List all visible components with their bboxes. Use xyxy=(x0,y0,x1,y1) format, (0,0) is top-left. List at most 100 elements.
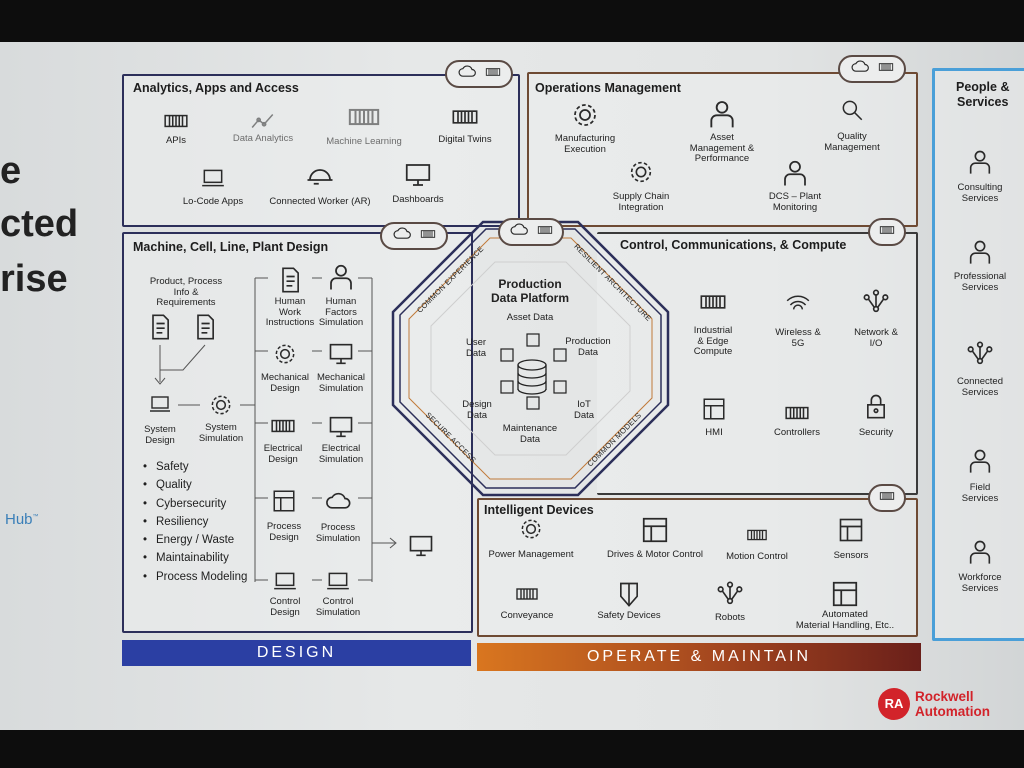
people-item-label: Professional Services xyxy=(953,271,1007,293)
simulation-globe-icon xyxy=(208,392,234,423)
devices-item-label: Automated Material Handling, Etc.. xyxy=(795,609,895,631)
people-item-label: Field Services xyxy=(961,482,999,504)
worker-monitor-icon xyxy=(966,447,994,480)
person-tools-icon xyxy=(966,538,994,571)
server-icon xyxy=(878,59,894,80)
motor-icon xyxy=(746,524,768,551)
dashboard-icon xyxy=(403,160,433,195)
platform-data-label: Design Data xyxy=(462,399,492,421)
data-cube-icon xyxy=(553,348,567,362)
folder-tree-icon xyxy=(271,488,297,519)
team-gear-icon xyxy=(627,158,655,191)
analytics-section xyxy=(122,74,520,227)
design-title: Machine, Cell, Line, Plant Design xyxy=(133,240,329,254)
logo-line-2: Automation xyxy=(915,704,990,719)
server-icon xyxy=(537,222,553,243)
api-icon xyxy=(163,108,189,139)
monitor-panel-icon xyxy=(327,413,355,446)
magnifier-icon xyxy=(839,97,865,128)
analytics-item-label: APIs xyxy=(165,135,187,146)
agv-icon xyxy=(830,579,860,614)
laptop-gear-icon xyxy=(272,568,298,599)
control-item-label: HMI xyxy=(705,427,723,438)
data-cube-icon xyxy=(500,380,514,394)
analytics-title: Analytics, Apps and Access xyxy=(133,81,299,95)
data-cube-icon xyxy=(553,380,567,394)
people-item-label: Connected Services xyxy=(957,376,1003,398)
design-item-label: Mechanical Simulation xyxy=(316,372,366,394)
platform-data-label: IoT Data xyxy=(573,399,595,421)
control-section xyxy=(597,232,918,495)
bullet-item: Resiliency xyxy=(143,513,247,531)
document-icon xyxy=(146,313,174,346)
design-item-label: Electrical Simulation xyxy=(318,443,364,465)
slide-title-line-1: e xyxy=(0,150,22,192)
devices-item-label: Sensors xyxy=(833,550,869,561)
bullet-item: Safety xyxy=(143,458,247,476)
cloud-icon xyxy=(850,57,870,82)
bullet-item: Maintainability xyxy=(143,549,247,567)
hard-hat-icon xyxy=(305,160,335,195)
operations-item-label: Quality Management xyxy=(824,131,880,153)
control-title: Control, Communications, & Compute xyxy=(620,238,847,252)
people-title: People & Services xyxy=(956,80,1010,109)
devices-item-label: Robots xyxy=(714,612,746,623)
server-icon xyxy=(879,222,895,243)
design-item-label: Control Design xyxy=(269,596,301,618)
connected-people-icon xyxy=(966,340,994,373)
bullet-item: Quality xyxy=(143,476,247,494)
gear-icon xyxy=(272,341,298,372)
design-item-label: System Simulation xyxy=(198,422,244,444)
analytics-item-label: Machine Learning xyxy=(326,136,402,147)
operations-section xyxy=(527,72,918,227)
design-considerations-list: SafetyQualityCybersecurityResiliencyEner… xyxy=(143,458,247,586)
control-item-label: Wireless & 5G xyxy=(775,327,821,349)
design-item-label: System Design xyxy=(144,424,176,446)
data-cube-icon xyxy=(500,348,514,362)
platform-data-label: Maintenance Data xyxy=(502,423,558,445)
operations-item-label: DCS – Plant Monitoring xyxy=(768,191,822,213)
electrical-panel-icon xyxy=(270,413,296,444)
control-item-label: Network & I/O xyxy=(854,327,898,349)
design-item-label: Electrical Design xyxy=(263,443,303,465)
cloud-server-badge xyxy=(838,55,906,83)
bullet-item: Cybersecurity xyxy=(143,495,247,513)
worker-icon xyxy=(326,262,356,297)
operate-phase-bar: OPERATE & MAINTAIN xyxy=(477,643,921,671)
drive-icon xyxy=(640,515,670,550)
platform-title-line-1: Production xyxy=(498,277,562,291)
rockwell-logo-text: Rockwell Automation xyxy=(915,689,990,719)
analytics-item-label: Digital Twins xyxy=(438,134,492,145)
hub-text: Hub xyxy=(5,511,33,528)
operations-item-label: Supply Chain Integration xyxy=(612,191,670,213)
slide-title-line-2: cted xyxy=(0,203,79,245)
laptop-icon xyxy=(148,392,172,421)
hub-label: Hub™ xyxy=(5,511,39,528)
robot-arm-icon xyxy=(716,580,744,613)
shield-icon xyxy=(615,580,643,613)
analytics-item-label: Connected Worker (AR) xyxy=(269,196,371,207)
gear-arrow-icon xyxy=(570,100,600,135)
machine-learning-icon xyxy=(347,100,381,139)
wireless-icon xyxy=(785,291,811,322)
control-item-label: Industrial & Edge Compute xyxy=(693,325,733,357)
sensor-chip-icon xyxy=(837,516,865,549)
lock-icon xyxy=(862,392,890,425)
network-icon xyxy=(862,288,890,321)
devices-item-label: Drives & Motor Control xyxy=(606,549,704,560)
digital-twins-icon xyxy=(451,103,479,136)
cloud-icon xyxy=(509,220,529,245)
checked-monitor-icon xyxy=(407,532,435,565)
platform-data-label: Asset Data xyxy=(506,312,554,323)
cloud-server-badge xyxy=(445,60,513,88)
trademark: ™ xyxy=(32,514,39,520)
platform-data-label: Production Data xyxy=(565,336,611,358)
control-item-label: Security xyxy=(858,427,894,438)
design-item-label: Control Simulation xyxy=(315,596,361,618)
person-monitor-icon xyxy=(966,238,994,271)
devices-item-label: Conveyance xyxy=(500,610,554,621)
power-gear-icon xyxy=(518,516,544,547)
server-badge xyxy=(868,484,906,512)
laptop-gear-icon xyxy=(325,568,351,599)
